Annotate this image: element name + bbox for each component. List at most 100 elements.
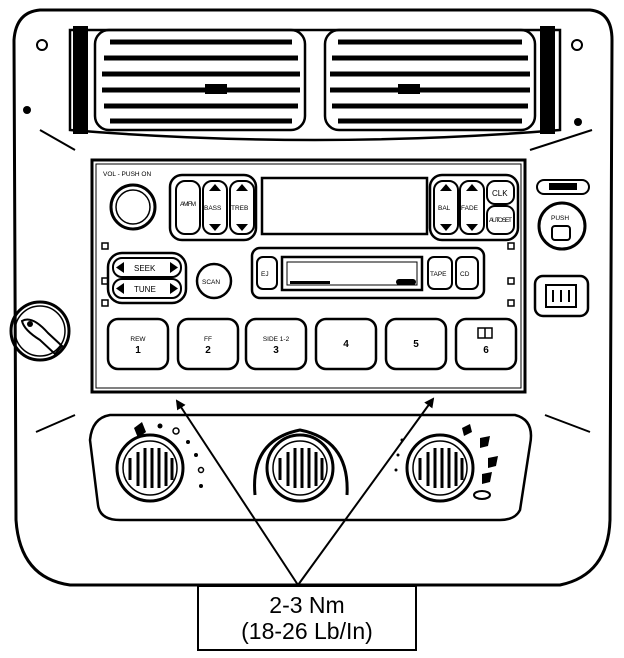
preset-number: 5 (413, 339, 419, 350)
torque-value-nm: 2-3 Nm (269, 592, 345, 618)
arrow-left (175, 399, 299, 586)
push-label: PUSH (551, 215, 569, 222)
am-fm-button[interactable]: AM FM (175, 180, 201, 235)
preset-number: 4 (343, 339, 349, 350)
treb-label: TREB (231, 205, 248, 212)
right-vent-tab (398, 84, 420, 94)
fan-speed-knob[interactable] (115, 433, 185, 503)
preset-top-label: SIDE 1-2 (263, 336, 290, 343)
rear-defrost-button[interactable] (533, 274, 590, 318)
radio-corner-marks (101, 242, 515, 307)
temperature-knob[interactable] (253, 428, 349, 503)
vent-housing (68, 28, 562, 142)
air-mode-icons (394, 424, 498, 500)
vol-push-on-label: VOL - PUSH ON (103, 171, 151, 178)
seek-tune-cluster (106, 251, 188, 305)
scan-button[interactable]: SCAN (195, 262, 233, 300)
bal-label: BAL (438, 205, 451, 212)
cassette-bay (250, 246, 486, 300)
preset-button-5[interactable]: 5 (384, 317, 448, 371)
cigarette-lighter[interactable] (9, 300, 71, 362)
scan-label: SCAN (202, 279, 220, 286)
bezel-screw-hole (23, 106, 31, 114)
preset-button-1[interactable]: REW 1 (106, 317, 170, 371)
volume-knob[interactable] (109, 183, 157, 231)
down-arrow-icon (440, 224, 452, 231)
up-arrow-icon (466, 184, 478, 191)
preset-number: 6 (483, 345, 489, 356)
preset-button-6[interactable]: 6 (454, 317, 518, 371)
arrow-right (297, 397, 435, 586)
up-arrow-icon (236, 184, 248, 191)
preset-button-4[interactable]: 4 (314, 317, 378, 371)
down-arrow-icon (466, 224, 478, 231)
bezel-seam-lines (35, 129, 593, 433)
treb-button[interactable]: TREB (229, 180, 255, 235)
preset-top-label: REW (130, 336, 146, 343)
tape-label: TAPE (430, 271, 447, 278)
tune-right-arrow-icon (170, 283, 178, 294)
fan-icon (134, 422, 146, 438)
dolby-icon (477, 327, 493, 339)
left-vent-tab (205, 84, 227, 94)
tune-label: TUNE (134, 285, 156, 294)
tune-button[interactable]: TUNE (112, 278, 182, 299)
seek-left-arrow-icon (116, 262, 124, 273)
seek-label: SEEK (134, 264, 156, 273)
torque-callout-box: 2-3 Nm (18-26 Lb/In) (197, 585, 417, 651)
mix-icon (482, 472, 492, 484)
panel-vent-icon (462, 424, 472, 436)
clk-button[interactable]: CLK (486, 180, 515, 205)
fan-speed-markers (157, 423, 205, 488)
climate-control-panel (88, 413, 533, 522)
bal-button[interactable]: BAL (433, 180, 459, 235)
hazard-switch-area: PUSH (536, 179, 590, 251)
air-vents (68, 26, 562, 142)
seat-icon (551, 225, 571, 241)
fade-label: FADE (461, 205, 479, 212)
tape-button[interactable]: TAPE (427, 256, 453, 290)
auto-set-button[interactable]: AUTO SET (486, 205, 515, 235)
defrost-icon (552, 290, 570, 302)
push-button[interactable]: PUSH (537, 201, 587, 251)
auto-set-label: AUTO SET (489, 217, 512, 224)
display-window (260, 176, 429, 236)
am-fm-label: AM FM (180, 201, 196, 208)
left-air-vent (73, 26, 307, 134)
torque-value-lbin: (18-26 Lb/In) (241, 618, 373, 644)
tune-left-arrow-icon (116, 283, 124, 294)
clk-label: CLK (492, 189, 508, 198)
bezel-screw-hole (574, 118, 582, 126)
preset-number: 3 (273, 345, 279, 356)
ej-label: EJ (261, 271, 269, 278)
left-tone-cluster (168, 173, 258, 242)
torque-callout-arrows (175, 397, 435, 586)
preset-top-label: FF (204, 336, 212, 343)
floor-defrost-icon (488, 456, 498, 468)
cd-label: CD (460, 271, 470, 278)
floor-vent-icon (480, 436, 490, 448)
fade-button[interactable]: FADE (459, 180, 485, 235)
radio-faceplate (90, 158, 527, 394)
up-arrow-icon (209, 184, 221, 191)
bass-button[interactable]: BASS (202, 180, 228, 235)
preset-button-2[interactable]: FF 2 (176, 317, 240, 371)
up-arrow-icon (440, 184, 452, 191)
preset-number: 2 (205, 345, 211, 356)
down-arrow-icon (236, 224, 248, 231)
bezel-screw-hole (571, 39, 583, 51)
preset-button-3[interactable]: SIDE 1-2 3 (244, 317, 308, 371)
down-arrow-icon (209, 224, 221, 231)
seek-button[interactable]: SEEK (112, 257, 182, 278)
cd-button[interactable]: CD (455, 256, 479, 290)
right-tone-cluster (428, 173, 520, 242)
right-air-vent (323, 26, 555, 134)
preset-number: 1 (135, 345, 141, 356)
radio-unit: VOL - PUSH ON AM FM BASS TREB (90, 158, 527, 394)
eject-button[interactable]: EJ (256, 256, 278, 290)
air-mode-knob[interactable] (405, 433, 475, 503)
defrost-icon (473, 490, 491, 500)
bezel-screw-hole (36, 39, 48, 51)
seek-right-arrow-icon (170, 262, 178, 273)
